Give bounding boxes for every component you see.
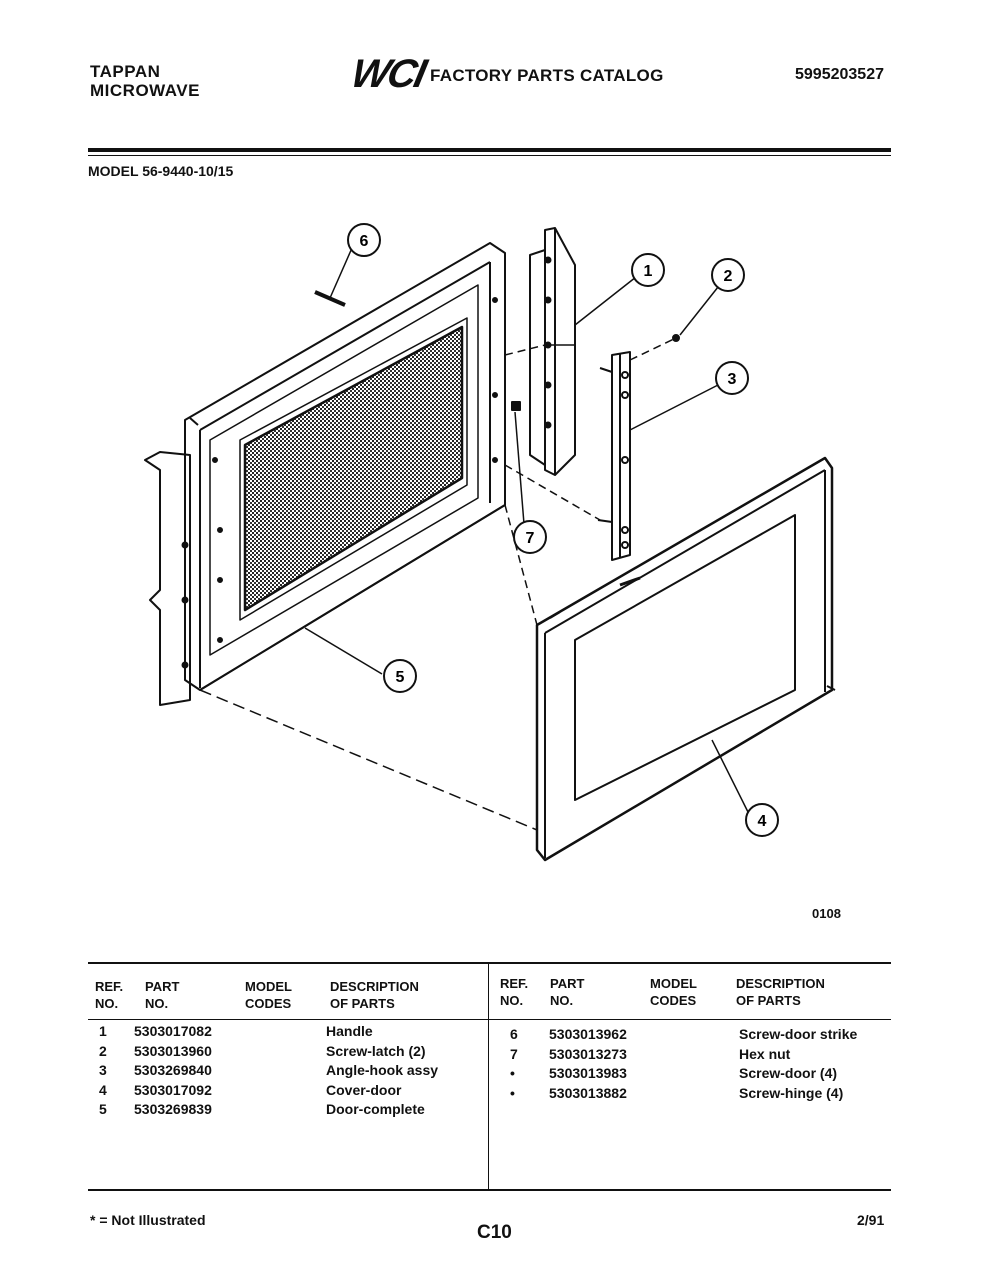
part-number: 5303017092 [134, 1081, 212, 1098]
header-ref-no: REF.NO. [95, 979, 124, 1011]
callout-1: 1 [631, 253, 665, 287]
callout-5: 5 [383, 659, 417, 693]
table-row: 5 [99, 1101, 107, 1117]
table-row: 7 [510, 1045, 518, 1062]
callout-6: 6 [347, 223, 381, 257]
part-description: Screw-hinge (4) [739, 1084, 844, 1101]
svg-text:2: 2 [724, 268, 733, 285]
table-row: • [510, 1065, 515, 1081]
part-number: 5303269840 [134, 1062, 212, 1078]
hex-nut-part [511, 401, 521, 411]
svg-text:4: 4 [758, 813, 767, 830]
table-row: 6 [510, 1026, 518, 1042]
header-rule [88, 148, 891, 152]
svg-text:6: 6 [360, 233, 369, 250]
part-description: Cover-door [326, 1081, 402, 1098]
brand-name: TAPPAN [90, 62, 161, 81]
exploded-parts-diagram: 1 2 3 4 5 6 7 [144, 223, 836, 862]
callout-4: 4 [745, 803, 779, 837]
part-number: 5303269839 [134, 1101, 212, 1117]
door-complete-part [144, 242, 506, 706]
part-description: Hex nut [739, 1045, 791, 1062]
table-row: 4 [99, 1081, 107, 1098]
svg-text:5: 5 [396, 669, 405, 686]
cover-door-part [535, 456, 836, 862]
part-number: 5303017082 [134, 1023, 212, 1039]
table-row: • [510, 1084, 515, 1101]
header-ref-no-right: REF.NO. [500, 976, 529, 1008]
brand-block: TAPPAN MICROWAVE [90, 62, 200, 100]
table-bottom-rule [88, 1189, 891, 1191]
not-illustrated-note: * = Not Illustrated [90, 1212, 206, 1228]
part-number: 5303013273 [549, 1045, 627, 1062]
right-desc-column: Screw-door strike Hex nut Screw-door (4)… [739, 1025, 857, 1103]
svg-text:1: 1 [644, 263, 653, 280]
table-header-rule [88, 1019, 891, 1020]
callout-2: 2 [711, 258, 745, 292]
part-number: 5303013960 [134, 1042, 212, 1059]
table-row: 1 [99, 1023, 107, 1039]
screw-latch-part [672, 334, 680, 342]
left-desc-column: Handle Screw-latch (2) Angle-hook assy C… [326, 1022, 438, 1120]
part-description: Screw-door strike [739, 1026, 858, 1042]
table-row: 2 [99, 1042, 107, 1059]
part-description: Screw-door (4) [739, 1065, 838, 1081]
part-number: 5303013983 [549, 1065, 627, 1081]
part-number: 5303013962 [549, 1026, 627, 1042]
table-row: 3 [99, 1062, 107, 1078]
header-rule-thin [88, 155, 891, 156]
part-description: Handle [326, 1023, 373, 1039]
svg-text:3: 3 [728, 371, 737, 388]
screw-door-strike-part [314, 290, 346, 307]
handle-part [529, 227, 576, 476]
right-part-column: 5303013962 5303013273 5303013983 5303013… [549, 1025, 627, 1103]
page-code: C10 [477, 1222, 512, 1243]
part-description: Angle-hook assy [326, 1062, 439, 1078]
figure-code: 0108 [812, 906, 841, 921]
left-ref-column: 1 2 3 4 5 [99, 1022, 107, 1120]
product-type: MICROWAVE [90, 81, 200, 100]
callout-3: 3 [715, 361, 749, 395]
angle-hook-assy-part [597, 351, 631, 561]
catalog-number: 5995203527 [795, 66, 884, 83]
table-top-rule [88, 962, 891, 964]
part-number: 5303013882 [549, 1084, 627, 1101]
part-description: Screw-latch (2) [326, 1042, 426, 1059]
callout-7: 7 [513, 520, 547, 554]
table-divider [488, 963, 489, 1190]
model-number: MODEL 56-9440-10/15 [88, 163, 234, 179]
right-ref-column: 6 7 • • [510, 1025, 518, 1103]
catalog-date: 2/91 [857, 1212, 885, 1228]
svg-text:7: 7 [526, 530, 535, 547]
part-description: Door-complete [326, 1101, 425, 1117]
catalog-title: FACTORY PARTS CATALOG [430, 66, 664, 85]
left-part-column: 5303017082 5303013960 5303269840 5303017… [134, 1022, 212, 1120]
